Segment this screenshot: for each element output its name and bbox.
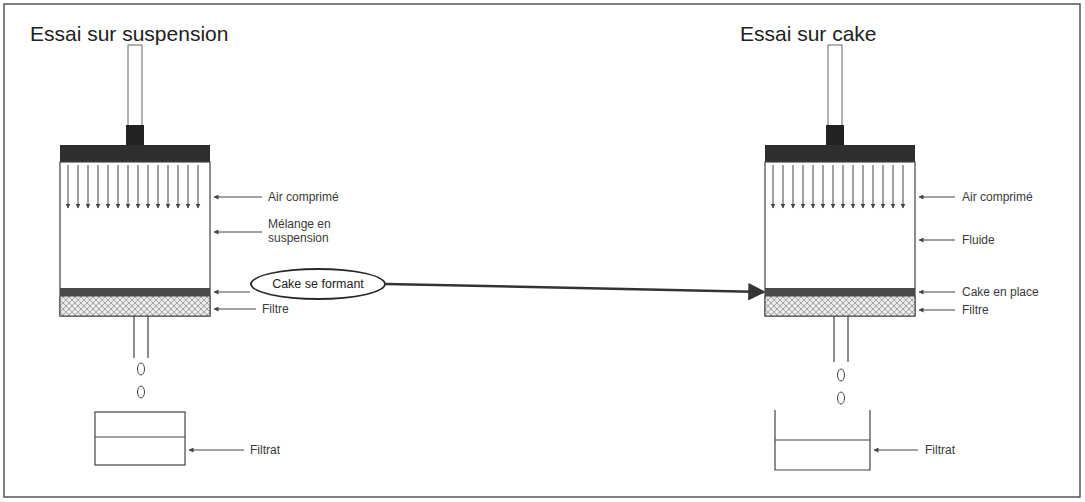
filter-press (765, 45, 915, 470)
highlight-ellipse: Cake se formant (250, 268, 386, 300)
part-label: Air comprimé (962, 190, 1033, 204)
node-label: Cake se formant (272, 277, 364, 291)
part-label: Filtrat (925, 443, 955, 457)
filter-press (60, 45, 210, 465)
connector-arrow (386, 284, 764, 292)
panel-title: Essai sur cake (740, 22, 877, 46)
part-label: Filtre (262, 302, 289, 316)
part-label: Mélange en suspension (268, 217, 348, 245)
frame (4, 4, 1080, 497)
cake-layer: Cake en place (765, 288, 915, 296)
node-label: Cake en place (962, 285, 1039, 299)
leader-lines (189, 197, 955, 450)
panel-title: Essai sur suspension (30, 22, 228, 46)
part-label: Fluide (962, 233, 995, 247)
part-label: Filtre (962, 303, 989, 317)
part-label: Air comprimé (268, 190, 339, 204)
part-label: Filtrat (250, 443, 280, 457)
